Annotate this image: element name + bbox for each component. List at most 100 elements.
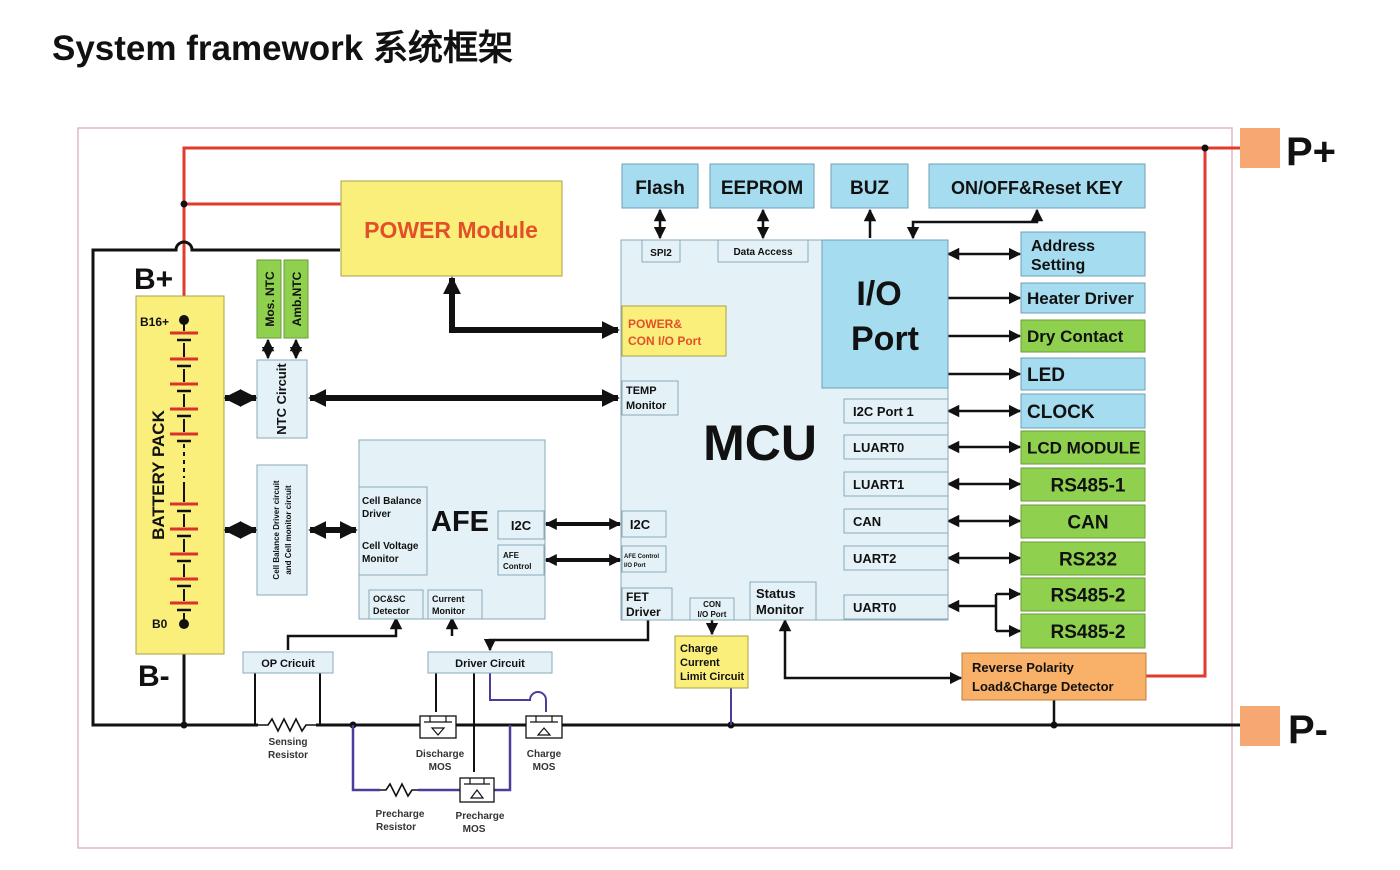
- p-plus-terminal: [1240, 128, 1280, 168]
- p-minus-terminal: [1240, 706, 1280, 746]
- fet-driver-wire: [483, 620, 650, 652]
- mcu-port: CAN: [843, 508, 949, 534]
- status-monitor-wire: [778, 618, 963, 685]
- power-module-label: POWER Module: [364, 217, 538, 243]
- right-box-10: RS485-2: [1020, 613, 1146, 649]
- wire-node: [180, 200, 188, 208]
- page-title: System framework 系统框架: [52, 29, 513, 68]
- right-box-label: LCD MODULE: [1027, 439, 1140, 458]
- battery-cell-icon: [170, 407, 198, 419]
- mcu-port-label: I2C Port 1: [853, 404, 914, 419]
- afe-control-port-l2: I/O Port: [624, 563, 646, 569]
- afe-balance-l1: Cell Balance: [362, 496, 422, 507]
- ocsc-l2: Detector: [373, 606, 410, 616]
- precharge-res-l1: Precharge: [376, 809, 425, 820]
- p-plus-label: P+: [1286, 130, 1336, 174]
- battery-cell-icon: [170, 527, 198, 539]
- charge-gate-wire: [489, 673, 547, 712]
- right-box-label: Setting: [1031, 257, 1085, 274]
- right-box-7: CAN: [1020, 504, 1146, 539]
- right-box-label: Heater Driver: [1027, 289, 1134, 308]
- afe-i2c-box: [497, 510, 545, 540]
- mcu-i2c-label: I2C: [630, 517, 651, 532]
- discharge-l2: MOS: [429, 762, 452, 773]
- mcu-port: UART0: [843, 594, 949, 620]
- balance-section: Cell Balance Driver circuit and Cell mon…: [256, 464, 308, 596]
- charge-mos-l1: Charge: [527, 749, 562, 760]
- wire-node: [1201, 144, 1209, 152]
- right-box-9: RS485-2: [1020, 577, 1146, 612]
- b16-node: [179, 315, 189, 325]
- top-peripherals: Flash EEPROM BUZ ON/OFF&Reset KEY: [621, 163, 1146, 209]
- mcu-port-label: UART2: [853, 551, 896, 566]
- right-box-label: RS485-2: [1051, 585, 1126, 606]
- afe-title: AFE: [431, 506, 489, 538]
- mos-ntc-box: [256, 259, 282, 339]
- battery-cells: [170, 331, 198, 613]
- mos-ntc-label: Mos. NTC: [263, 271, 277, 327]
- sensing-l1: Sensing: [269, 737, 308, 748]
- afe-control-box: [497, 544, 545, 576]
- mcu-title: MCU: [703, 415, 817, 471]
- precharge-right-wire: [494, 725, 512, 792]
- right-box-label: LED: [1027, 365, 1065, 386]
- afe-control-port-l1: AFE Control: [624, 554, 659, 560]
- fet-l1: FET: [626, 590, 649, 604]
- right-box-1: Heater Driver: [1020, 282, 1146, 314]
- p-minus-label: P-: [1288, 708, 1328, 752]
- status-l2: Monitor: [756, 602, 804, 617]
- con-l1: CON: [703, 600, 721, 609]
- battery-cell-icon: [170, 601, 198, 613]
- top-box-label: Flash: [635, 178, 685, 199]
- battery-cell-icon: [170, 382, 198, 394]
- right-box-5: LCD MODULE: [1020, 430, 1146, 465]
- mcu-port-label: LUART1: [853, 477, 904, 492]
- fet-driver-box: [621, 587, 673, 621]
- charge-limit-l1: Charge: [680, 643, 718, 655]
- top-box-0: Flash: [621, 163, 699, 209]
- right-box-label: CAN: [1067, 512, 1108, 533]
- precharge-mos-l1: Precharge: [456, 811, 505, 822]
- ntc-circuit-label: NTC Circuit: [274, 363, 289, 435]
- battery-cell-icon: [170, 331, 198, 343]
- top-box-2: BUZ: [830, 163, 909, 209]
- con-l2: I/O Port: [698, 610, 727, 619]
- afe-control-port-box: [621, 545, 667, 573]
- afe-voltage-l1: Cell Voltage: [362, 541, 419, 552]
- ntc-circuit-box: [256, 359, 308, 439]
- spi2-label: SPI2: [650, 248, 672, 259]
- afe-inner-box: [358, 486, 428, 576]
- data-access-box: [717, 239, 809, 263]
- precharge-mos-icon: [459, 777, 495, 803]
- mcu-port: I2C Port 1: [843, 398, 949, 424]
- op-circuit-label: OP Cricuit: [261, 658, 315, 670]
- wire-node: [180, 721, 188, 729]
- diagram-frame: [77, 127, 1233, 849]
- negative-rail-wire: [91, 240, 1240, 727]
- mcu-port-label: UART0: [853, 600, 896, 615]
- afe-control-l2: Control: [503, 562, 531, 571]
- wires: [91, 144, 1240, 792]
- right-box-2: Dry Contact: [1020, 319, 1146, 353]
- terminals: P+ P- B+ B-: [134, 128, 1336, 752]
- power-module: POWER Module: [340, 180, 563, 277]
- right-box-4: CLOCK: [1020, 393, 1146, 429]
- b-minus-label: B-: [138, 660, 170, 693]
- discharge-mos-icon: [419, 715, 457, 739]
- ocsc-l1: OC&SC: [373, 594, 406, 604]
- top-box-1: EEPROM: [709, 163, 815, 209]
- afe-section: AFE Cell Balance Driver Cell Voltage Mon…: [358, 439, 546, 620]
- io-port-l1: I/O: [856, 275, 901, 313]
- balance-circuit-box: [256, 464, 308, 596]
- reverse-detector-red-wire: [1146, 148, 1207, 678]
- op-circuit-box: [242, 651, 334, 674]
- right-box-3: LED: [1020, 357, 1146, 391]
- top-box-3: ON/OFF&Reset KEY: [928, 163, 1146, 209]
- top-box-label: BUZ: [850, 178, 889, 199]
- current-monitor-box: [427, 589, 483, 620]
- afe-voltage-l2: Monitor: [362, 554, 399, 565]
- right-box-6: RS485-1: [1020, 467, 1146, 502]
- top-box-label: EEPROM: [721, 178, 803, 199]
- mcu-port-label: LUART0: [853, 440, 904, 455]
